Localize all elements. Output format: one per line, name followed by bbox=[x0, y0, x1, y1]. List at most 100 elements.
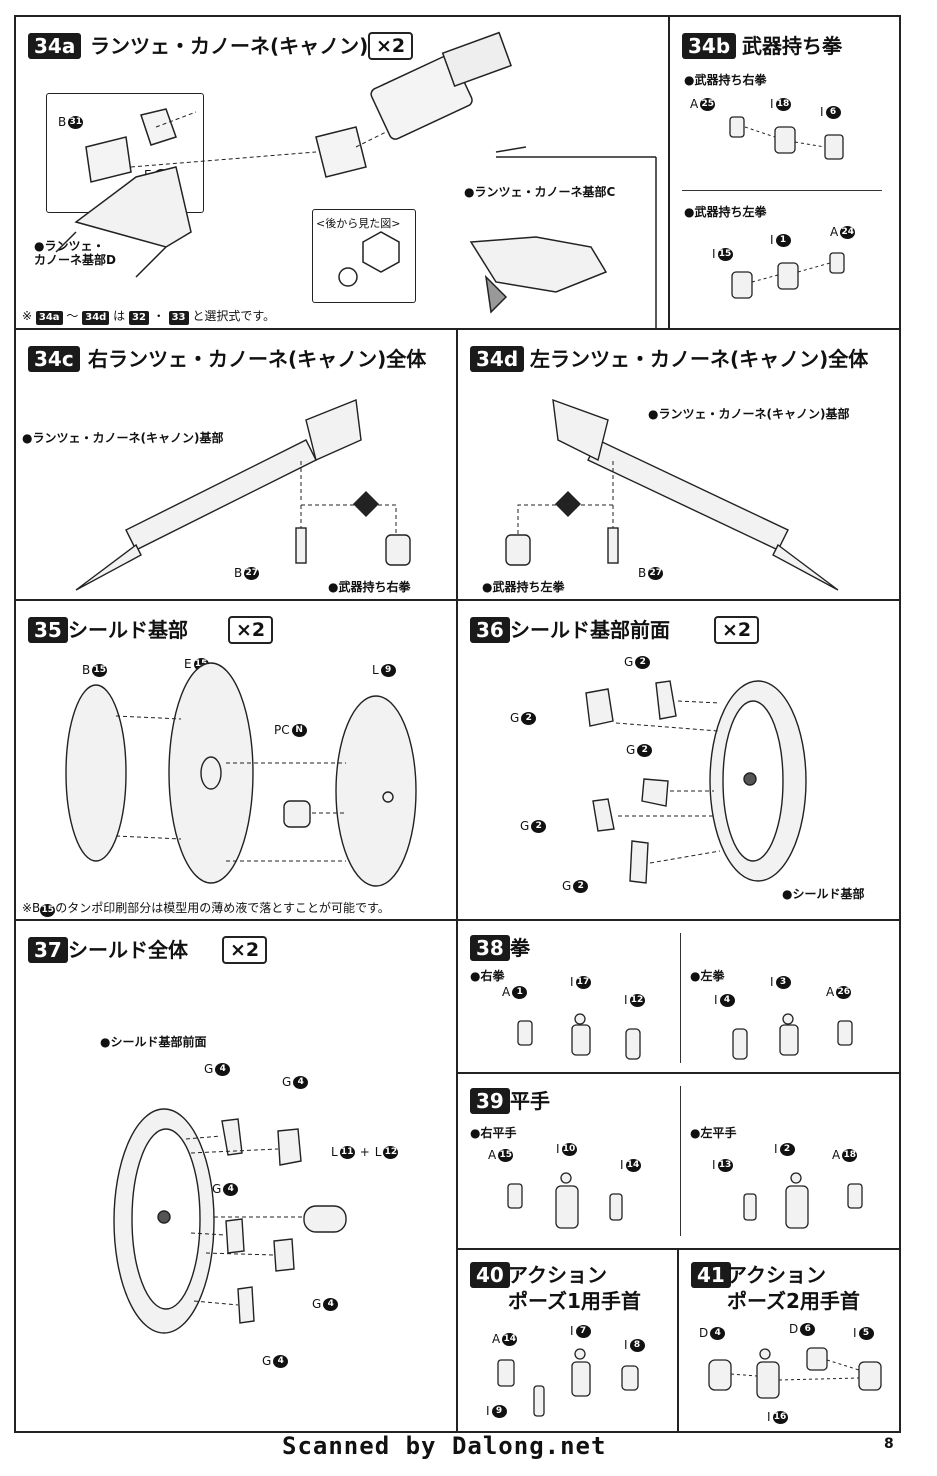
step-35-illustration bbox=[65, 662, 417, 887]
step-title: 左ランツェ・カノーネ(キャノン)全体 bbox=[530, 347, 869, 371]
step-number: 35 bbox=[28, 617, 68, 643]
step-number: 37 bbox=[28, 937, 68, 963]
selection-note: ※ 34a ～ 34d は 32 ・ 33 と選択式です。 bbox=[22, 309, 276, 325]
step-34d-panel: 34d 左ランツェ・カノーネ(キャノン)全体 ●ランツェ・カノーネ(キャノン)基… bbox=[456, 328, 901, 601]
label-base: ●ランツェ・カノーネ(キャノン)基部 bbox=[22, 431, 224, 445]
step-number: 38 bbox=[470, 935, 510, 961]
scanner-credit: Scanned by Dalong.net bbox=[282, 1432, 607, 1460]
label-front: ●シールド基部前面 bbox=[100, 1035, 207, 1049]
print-note: ※B15のタンポ印刷部分は模型用の薄め液で落とすことが可能です。 bbox=[22, 901, 390, 917]
step-title: ランツェ・カノーネ(キャノン)基部 bbox=[90, 34, 409, 58]
label-base-c: ●ランツェ・カノーネ基部C bbox=[464, 185, 616, 199]
step-title: 武器持ち拳 bbox=[742, 34, 842, 58]
label-base-d: ●ランツェ・ カノーネ基部D bbox=[34, 239, 116, 267]
step-number: 36 bbox=[470, 617, 510, 643]
step-title: シールド基部 bbox=[68, 618, 188, 642]
label-fist: ●武器持ち右拳 bbox=[328, 580, 411, 594]
quantity-badge: ×2 bbox=[368, 32, 414, 60]
step-number: 34c bbox=[28, 346, 80, 372]
step-title-line1: アクション bbox=[727, 1263, 826, 1287]
divider bbox=[680, 933, 681, 1063]
step-number: 34b bbox=[682, 33, 737, 59]
step-39-illustration bbox=[507, 1172, 863, 1229]
quantity-badge: ×2 bbox=[222, 936, 268, 964]
page-number: 8 bbox=[884, 1436, 894, 1452]
step-title: 平手 bbox=[510, 1089, 550, 1113]
left-heading: ●左平手 bbox=[690, 1126, 737, 1140]
step-title-line2: ポーズ1用手首 bbox=[508, 1289, 641, 1313]
right-heading: ●右平手 bbox=[470, 1126, 517, 1140]
step-38-illustration bbox=[517, 1013, 853, 1060]
quantity-badge: ×2 bbox=[714, 616, 760, 644]
step-36-illustration bbox=[585, 680, 807, 884]
quantity-badge: ×2 bbox=[228, 616, 274, 644]
label-base: ●シールド基部 bbox=[782, 887, 865, 901]
step-number: 39 bbox=[470, 1088, 510, 1114]
step-34c-illustration bbox=[75, 399, 411, 591]
step-number: 41 bbox=[691, 1262, 731, 1288]
label-base: ●ランツェ・カノーネ(キャノン)基部 bbox=[648, 407, 850, 421]
label-fist: ●武器持ち左拳 bbox=[482, 580, 565, 594]
rear-view-label: <後から見た図> bbox=[316, 217, 401, 230]
step-title: シールド全体 bbox=[68, 938, 188, 962]
divider bbox=[682, 190, 882, 191]
step-40-illustration bbox=[497, 1348, 639, 1417]
step-34c-panel: 34c 右ランツェ・カノーネ(キャノン)全体 ●ランツェ・カノーネ(キャノン)基… bbox=[14, 328, 458, 601]
step-number: 34d bbox=[470, 346, 525, 372]
step-number: 40 bbox=[470, 1262, 510, 1288]
step-title: 拳 bbox=[510, 936, 530, 960]
step-34d-illustration bbox=[505, 398, 839, 591]
left-heading: ●左拳 bbox=[690, 969, 725, 983]
step-title: 右ランツェ・カノーネ(キャノン)全体 bbox=[88, 347, 427, 371]
step-41-illustration bbox=[708, 1347, 882, 1399]
step-34b-illustration bbox=[729, 116, 845, 299]
step-37-illustration bbox=[113, 1108, 347, 1334]
right-heading: ●武器持ち右拳 bbox=[684, 73, 767, 87]
step-34a-illustration bbox=[55, 31, 657, 328]
step-title-line2: ポーズ2用手首 bbox=[727, 1289, 860, 1313]
